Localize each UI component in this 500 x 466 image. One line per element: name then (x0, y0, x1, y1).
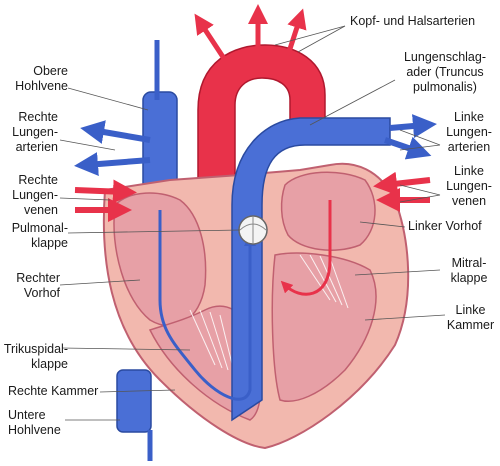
inferior-vena-cava (116, 369, 152, 433)
left-pulmonary-arteries (384, 114, 437, 160)
label-rechte-lungenarterien: Rechte Lungen- arterien (12, 110, 58, 154)
label-linker-vorhof: Linker Vorhof (408, 219, 482, 233)
label-kopf-halsarterien: Kopf- und Halsarterien (350, 14, 476, 28)
label-linke-lungenvenen: Linke Lungen- venen (446, 164, 492, 208)
label-rechte-kammer: Rechte Kammer (8, 384, 99, 398)
left-heart-flow-arrow (280, 200, 332, 296)
right-heart-flow-arrow (158, 210, 256, 401)
label-rechte-lungenvenen: Rechte Lungen- venen (12, 173, 58, 217)
aorta-label: Aorta (250, 82, 282, 97)
right-pulmonary-veins (74, 179, 137, 222)
label-obere-hohlvene: Obere Hohlvene (15, 64, 68, 93)
pulmonary-trunk (231, 117, 391, 422)
label-lungenschlagader: Lungenschlag- ader (Truncus pulmonalis) (403, 50, 486, 94)
label-linke-lungenarterien: Linke Lungen- arterien (446, 110, 492, 154)
label-linke-kammer: Linke Kammer (446, 303, 495, 332)
left-ventricle (271, 252, 377, 402)
right-pulmonary-arteries (74, 120, 151, 177)
pulmonary-valve-leaflets (239, 216, 267, 244)
label-rechter-vorhof: Rechter Vorhof (16, 271, 60, 300)
head-neck-artery-arrows (194, 4, 307, 62)
left-pulmonary-veins (373, 171, 431, 212)
label-trikuspidalklappe: Trikuspidal- klappe (3, 342, 68, 371)
leader-lines (59, 25, 446, 421)
label-untere-hohlvene: Untere Hohlvene (8, 408, 61, 437)
label-mitralklappe: Mitral- klappe (450, 256, 488, 285)
label-pulmonalklappe: Pulmonal- klappe (11, 221, 68, 250)
left-atrium (280, 171, 376, 251)
